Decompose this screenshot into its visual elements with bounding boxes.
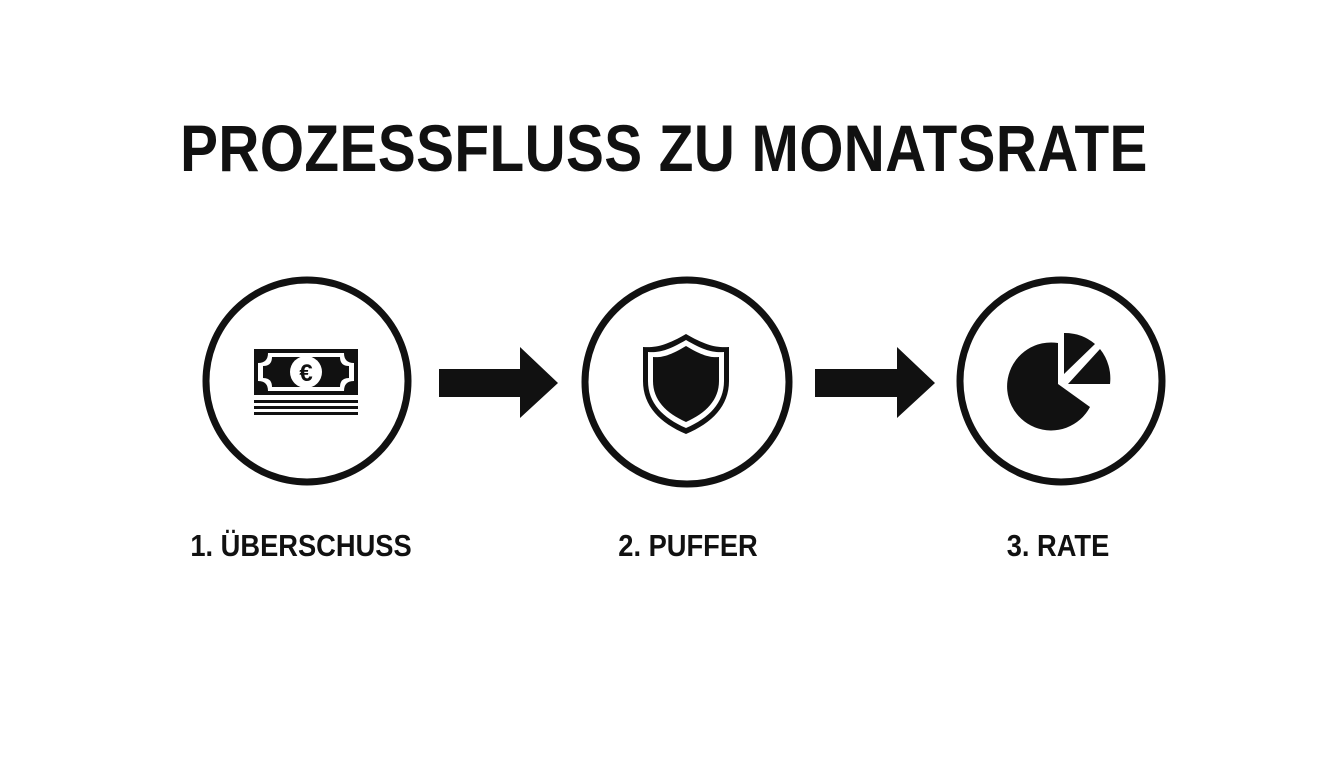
step-3-node xyxy=(956,276,1166,486)
arrow-right-icon xyxy=(439,347,558,418)
step-label-rate: 3. RATE xyxy=(1006,528,1110,563)
step-1-node: € xyxy=(202,276,412,486)
step-label-puffer: 2. PUFFER xyxy=(618,528,758,563)
pie-chart-icon xyxy=(1007,332,1111,431)
svg-text:€: € xyxy=(299,360,312,387)
diagram-title: PROZESSFLUSS ZU MONATSRATE xyxy=(180,111,1148,185)
arrow-right-icon xyxy=(815,347,935,418)
step-label-ueberschuss: 1. ÜBERSCHUSS xyxy=(190,528,412,563)
shield-icon xyxy=(643,334,729,434)
euro-banknotes-icon: € xyxy=(254,349,358,415)
step-2-node xyxy=(581,276,793,488)
